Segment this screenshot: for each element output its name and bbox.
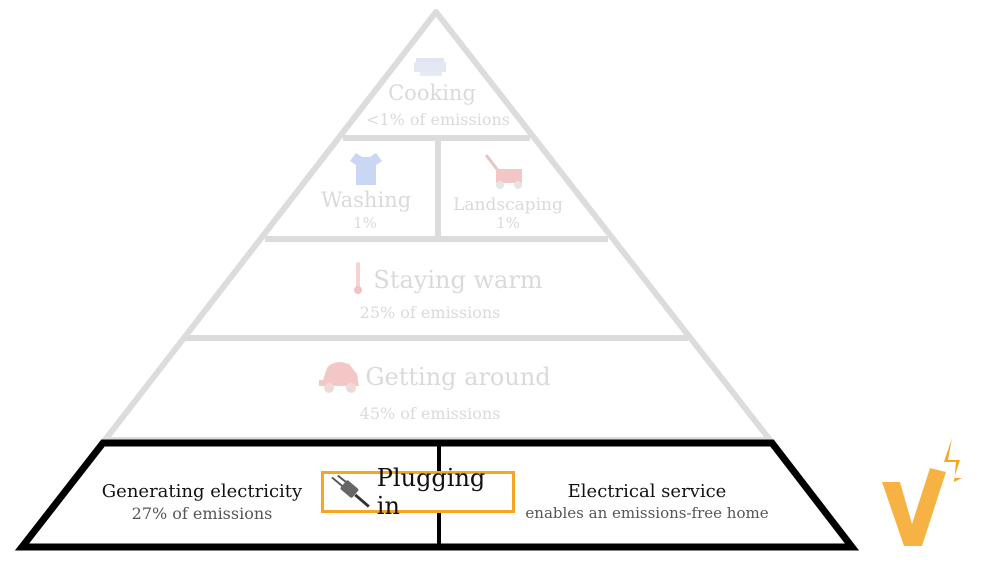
base-left-subtitle: 27% of emissions xyxy=(131,504,273,523)
plug-icon xyxy=(331,475,370,508)
level-subtitle-landscaping: 1% xyxy=(496,214,520,232)
plugging-in-label: Plugging in xyxy=(376,464,486,520)
base-right-subtitle: enables an emissions-free home xyxy=(525,504,769,522)
plugging-in-highlight: Plugging in xyxy=(321,464,515,520)
thermometer-icon xyxy=(354,262,362,294)
level-subtitle-washing: 1% xyxy=(353,214,377,232)
level-subtitle-cooking: <1% of emissions xyxy=(366,110,510,129)
base-left-title: Generating electricity xyxy=(101,481,303,502)
level-title-washing: Washing xyxy=(320,188,412,212)
level-subtitle-staying-warm: 25% of emissions xyxy=(359,303,501,322)
brand-logo xyxy=(882,438,962,546)
shirt-icon xyxy=(350,153,382,185)
pyramid-faded-dividers xyxy=(185,135,688,341)
level-subtitle-getting-around: 45% of emissions xyxy=(359,404,501,423)
stove-icon xyxy=(414,58,446,76)
level-title-getting-around: Getting around xyxy=(365,363,551,391)
car-icon xyxy=(319,362,359,393)
base-right-title: Electrical service xyxy=(567,481,727,502)
level-title-landscaping: Landscaping xyxy=(453,195,563,215)
lawnmower-icon xyxy=(484,154,522,189)
pyramid-base-outline xyxy=(14,439,860,551)
level-title-cooking: Cooking xyxy=(388,81,476,105)
level-title-staying-warm: Staying warm xyxy=(373,266,543,294)
